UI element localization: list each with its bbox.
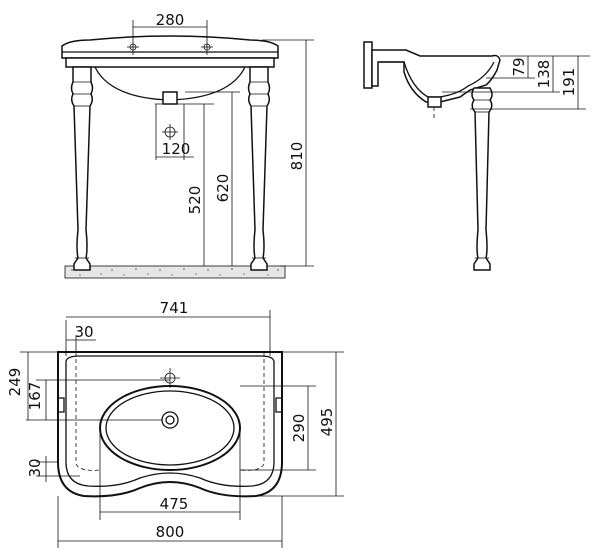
dim-front-offset: 30 xyxy=(26,458,44,477)
dim-total-height: 810 xyxy=(288,142,306,171)
right-leg xyxy=(247,66,271,271)
side-view: 79 138 191 xyxy=(363,41,590,271)
dim-tap-hole-offset: 249 xyxy=(6,368,24,397)
dim-back-offset: 30 xyxy=(74,323,93,341)
basin-slab xyxy=(61,35,279,59)
dim-inner-width: 741 xyxy=(160,299,189,317)
top-view: 741 30 249 167 30 29 xyxy=(6,299,344,548)
left-leg xyxy=(70,66,94,271)
dim-total-width: 800 xyxy=(156,523,185,541)
dim-total-depth: 191 xyxy=(560,68,578,97)
floor xyxy=(64,265,286,279)
dim-top-total-depth: 495 xyxy=(318,408,336,437)
dim-basin-depth: 138 xyxy=(535,60,553,89)
dim-bowl-width: 475 xyxy=(160,495,189,513)
front-view: 280 120 520 620 810 xyxy=(61,11,314,279)
dim-top-basin-depth: 290 xyxy=(290,414,308,443)
top-inner-rim xyxy=(65,355,275,487)
dim-basin-depth-inner: 79 xyxy=(510,57,528,76)
dim-tap-spacing: 280 xyxy=(156,11,185,29)
dim-waste-height: 520 xyxy=(186,186,204,215)
side-leg xyxy=(471,87,493,271)
dim-waste-offset: 120 xyxy=(162,140,191,158)
dim-top-waste-offset: 167 xyxy=(26,382,44,411)
top-bowl-inner xyxy=(105,390,235,466)
top-outline xyxy=(57,351,283,498)
dim-trap-height: 620 xyxy=(214,174,232,203)
